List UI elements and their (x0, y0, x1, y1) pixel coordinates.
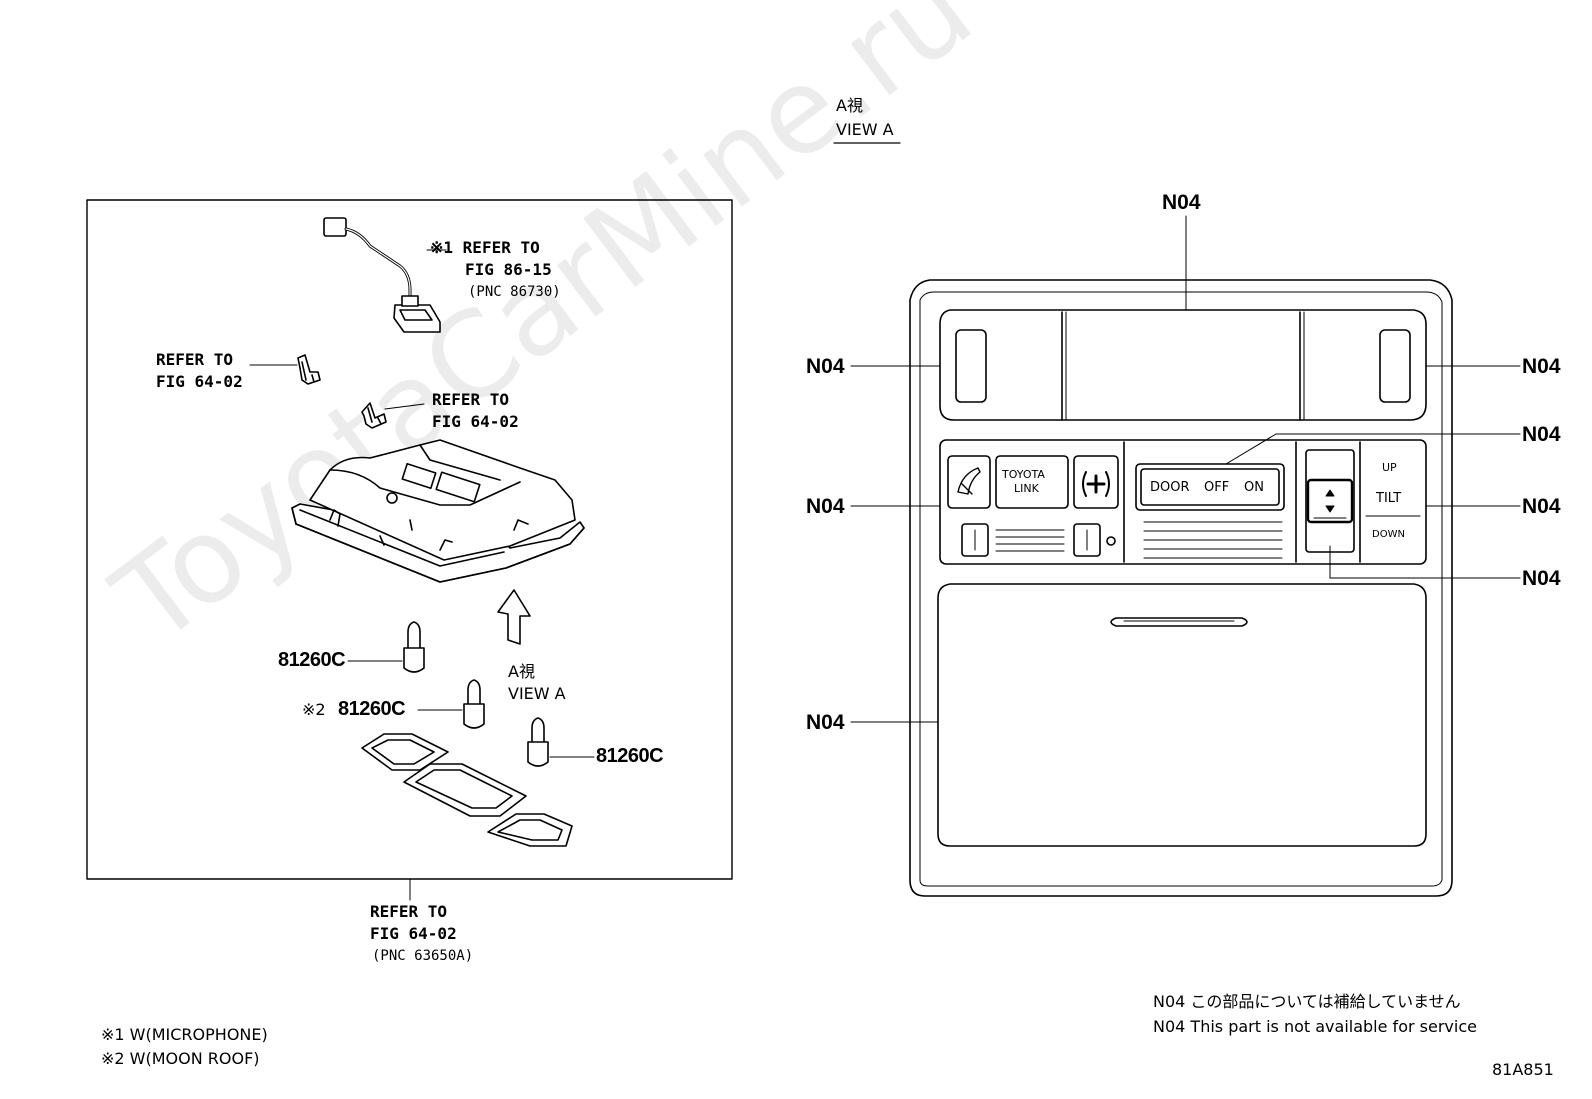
lens-left (361, 733, 449, 771)
bulb-3-part-number: 81260C (596, 745, 664, 767)
legend-en: N04 This part is not available for servi… (1153, 1017, 1477, 1036)
view-arrow (497, 589, 531, 645)
clip-a-callout-line2: FIG 64-02 (156, 372, 243, 391)
n04-label-door-switch: N04 (1522, 423, 1561, 446)
n04-label-top: N04 (1162, 191, 1201, 214)
bulb-right (527, 717, 595, 767)
n04-label-storage: N04 (806, 711, 845, 734)
top-lamp-strip (939, 309, 1427, 421)
bulb-center (417, 679, 485, 729)
bulb-2-mark: ※2 (302, 700, 326, 719)
phone-button (947, 455, 991, 509)
note-microphone: ※1 W(MICROPHONE) (101, 1025, 268, 1044)
toyota-link-label-2: LINK (1014, 482, 1039, 495)
clip-b (361, 402, 425, 429)
lens-center (403, 763, 527, 817)
bulb-left (347, 621, 425, 673)
n04-label-left-lamp: N04 (806, 355, 845, 378)
n04-label-left-panel: N04 (806, 495, 845, 518)
figure-id: 81A851 (1492, 1060, 1554, 1079)
storage-compartment (937, 583, 1427, 847)
clip-b-callout-line1: REFER TO (432, 390, 510, 409)
mic-callout-line2: FIG 86-15 (465, 260, 552, 279)
clip-b-callout-line2: FIG 64-02 (432, 412, 519, 431)
note-moon-roof: ※2 W(MOON ROOF) (101, 1049, 260, 1068)
bulb-2-part-number: 81260C (338, 698, 406, 720)
toyota-link-button (995, 455, 1069, 509)
off-label: OFF (1204, 480, 1230, 495)
control-panel (939, 439, 1427, 565)
mic-callout-line1: ※1 REFER TO (430, 238, 540, 257)
view-a-title-jp: A視 (836, 96, 863, 115)
door-switch (1135, 463, 1285, 511)
n04-leaders (850, 215, 1521, 723)
view-a-title-en: VIEW A (836, 120, 894, 139)
mic-callout-line3: (PNC 86730) (468, 284, 561, 300)
on-label: ON (1244, 480, 1264, 495)
bulb-1-part-number: 81260C (278, 649, 346, 671)
bottom-callout-line2: FIG 64-02 (370, 924, 457, 943)
n04-label-slide: N04 (1522, 567, 1561, 590)
tilt-label: TILT (1376, 491, 1402, 506)
bottom-callout-line3: (PNC 63650A) (372, 948, 474, 964)
legend-jp: N04 この部品については補給していません (1153, 992, 1461, 1011)
dome-lamp-housing (291, 439, 585, 583)
lens-right (487, 813, 573, 847)
clip-a-callout-line1: REFER TO (156, 350, 234, 369)
down-label: DOWN (1372, 529, 1405, 540)
n04-label-tilt: N04 (1522, 495, 1561, 518)
up-label: UP (1382, 461, 1397, 474)
n04-label-right-lamp: N04 (1522, 355, 1561, 378)
view-arrow-label-jp: A視 (508, 662, 535, 681)
microphone-part (323, 217, 447, 333)
bottom-callout-line1: REFER TO (370, 902, 448, 921)
clip-a (249, 354, 321, 385)
view-arrow-label-en: VIEW A (508, 684, 566, 703)
door-label: DOOR (1150, 480, 1190, 495)
indicator-led (1106, 536, 1116, 546)
toyota-link-label-1: TOYOTA (1002, 468, 1045, 481)
